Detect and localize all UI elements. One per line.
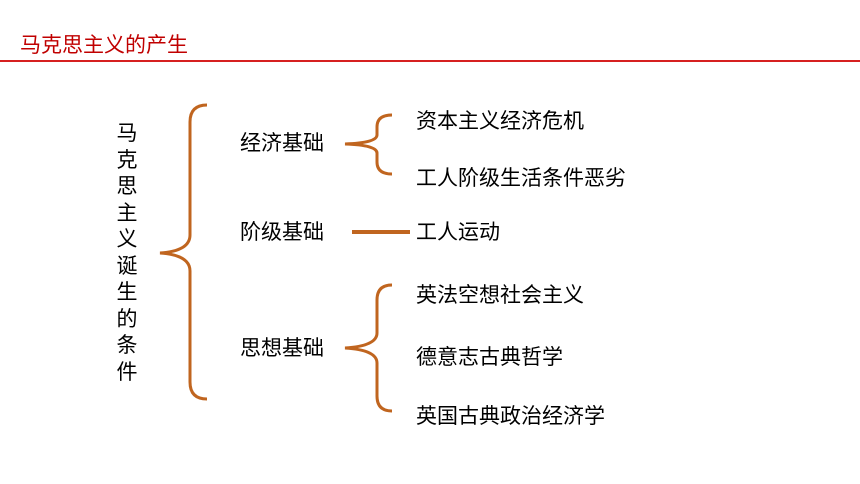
page-title: 马克思主义的产生 [20,33,188,57]
root-char: 生 [116,280,138,304]
root-char: 诞 [116,253,138,278]
title-underline [0,60,860,62]
leaf-british-economics: 英国古典政治经济学 [416,404,605,428]
root-char: 主 [116,200,138,225]
root-char: 克 [116,147,138,172]
root-char: 义 [116,227,138,251]
branch-ideological-label: 思想基础 [240,336,324,360]
leaf-economic-crisis: 资本主义经济危机 [416,109,584,133]
root-char: 件 [116,359,138,384]
leaf-worker-conditions: 工人阶级生活条件恶劣 [416,166,626,190]
brace-ideological [344,283,393,413]
root-char: 的 [116,306,138,331]
main-brace [159,103,208,401]
root-char: 马 [116,121,138,145]
root-char: 条 [116,333,138,357]
root-char: 思 [116,174,138,198]
leaf-workers-movement: 工人运动 [416,220,500,244]
branch-economic-label: 经济基础 [240,131,324,155]
brace-economic [344,113,393,176]
leaf-utopian-socialism: 英法空想社会主义 [416,283,584,307]
leaf-german-philosophy: 德意志古典哲学 [416,345,563,369]
branch-class-label: 阶级基础 [240,220,324,244]
root-label: 马 克 思 主 义 诞 生 的 条 件 [115,120,139,385]
